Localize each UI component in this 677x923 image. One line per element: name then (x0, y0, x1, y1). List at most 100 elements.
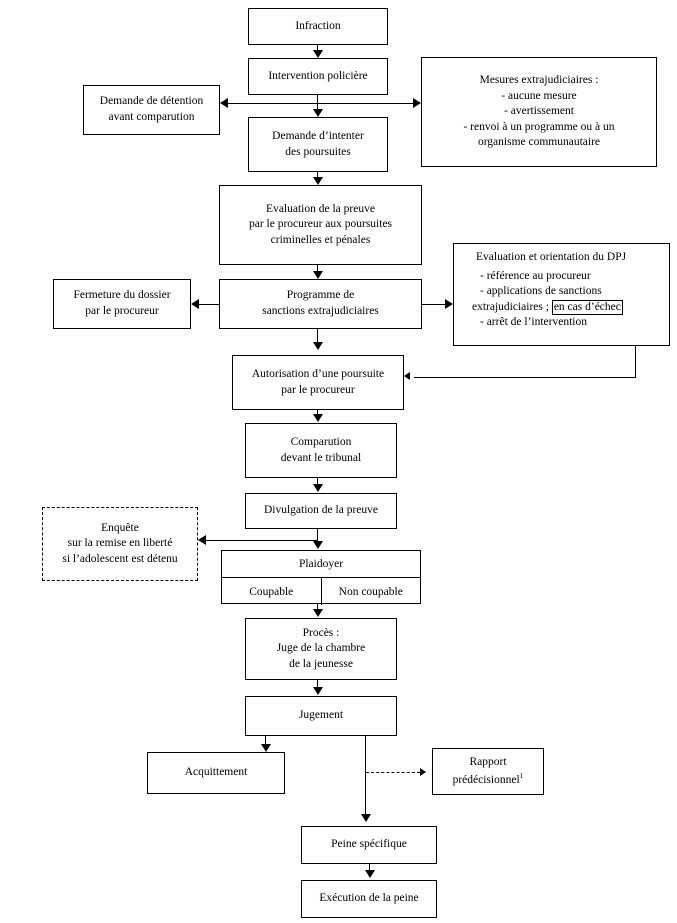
arrow-autorisation-to-comparution (313, 414, 323, 422)
node-intervention-policiere[interactable]: Intervention policière (248, 58, 388, 95)
dpj-line3: - applications de sanctions (480, 285, 602, 298)
demande-intenter-line2: des poursuites (285, 145, 351, 158)
mesures-line2: - aucune mesure (501, 89, 577, 102)
dpj-en-cas-echec-box[interactable]: en cas d’échec (551, 299, 623, 315)
plaidoyer-options: Coupable Non coupable (222, 578, 420, 605)
rapport-line1: Rapport (469, 756, 507, 769)
node-evaluation-preuve[interactable]: Evaluation de la preuve par le procureur… (219, 185, 422, 265)
arrow-to-demande-detention (220, 98, 228, 108)
node-infraction[interactable]: Infraction (248, 8, 388, 45)
proces-line2: Juge de la chambre (276, 642, 366, 655)
enquete-line1: Enquête (101, 521, 139, 534)
autorisation-line1: Autorisation d’une poursuite (251, 367, 385, 380)
arrow-jugement-to-acquittement (261, 744, 271, 752)
node-enquete-remise-liberte[interactable]: Enquête sur la remise en liberté si l’ad… (42, 507, 198, 581)
node-autorisation-poursuite[interactable]: Autorisation d’une poursuite par le proc… (232, 355, 404, 410)
arrow-comparution-to-divulgation (313, 484, 323, 492)
node-infraction-label: Infraction (295, 19, 341, 32)
dpj-line4: extrajudiciaires ; en cas d’échec (472, 299, 623, 316)
rapport-line2: prédécisionnel1 (453, 771, 524, 788)
connector-programme-to-autorisation (317, 329, 318, 347)
node-intervention-policiere-label: Intervention policière (268, 69, 368, 82)
node-mesures-extrajudiciaires[interactable]: Mesures extrajudiciaires : - aucune mesu… (421, 57, 657, 167)
arrow-proces-to-jugement (313, 687, 323, 695)
arrow-evaluation-to-programme (313, 271, 323, 279)
mesures-line1: Mesures extrajudiciaires : (479, 74, 599, 87)
plaidoyer-title: Plaidoyer (222, 551, 420, 578)
node-programme-sanctions[interactable]: Programme de sanctions extrajudiciaires (219, 279, 422, 329)
connector-programme-to-fermeture (199, 304, 220, 305)
node-divulgation-preuve[interactable]: Divulgation de la preuve (245, 493, 397, 529)
proces-line1: Procès : (302, 626, 340, 639)
comparution-line1: Comparution (290, 435, 352, 448)
mesures-line5: organisme communautaire (477, 136, 601, 149)
arrow-jugement-to-peine (361, 814, 371, 822)
connector-evaluation-to-programme (317, 265, 318, 273)
node-plaidoyer[interactable]: Plaidoyer Coupable Non coupable (221, 550, 421, 605)
arrow-infraction-to-intervention (313, 50, 323, 58)
arrow-intervention-to-demande-intenter (313, 109, 323, 117)
enquete-line2: sur la remise en liberté (67, 537, 173, 550)
node-execution-peine[interactable]: Exécution de la peine (301, 880, 437, 918)
arrow-programme-to-dpj (445, 299, 453, 309)
node-demande-detention[interactable]: Demande de détention avant comparution (83, 85, 220, 135)
dpj-line2: - référence au procureur (480, 269, 591, 282)
arrow-programme-to-autorisation (313, 342, 323, 350)
node-demande-detention-line1: Demande de détention (99, 95, 204, 108)
dpj-line4-text: extrajudiciaires ; (472, 300, 549, 313)
jugement-label: Jugement (298, 709, 344, 722)
connector-plaidoyer-to-proces (317, 604, 318, 612)
connector-demande-intenter-to-evaluation (317, 172, 318, 180)
evaluation-preuve-line1: Evaluation de la preuve (266, 202, 375, 215)
dpj-line1: Evaluation et orientation du DPJ (476, 251, 627, 263)
arrow-plaidoyer-to-proces (313, 609, 323, 617)
node-proces-juge[interactable]: Procès : Juge de la chambre de la jeunes… (245, 618, 397, 680)
arrow-demande-intenter-to-evaluation (313, 177, 323, 185)
peine-specifique-label: Peine spécifique (331, 838, 407, 851)
connector-detention-mesures (226, 103, 415, 104)
fermeture-line1: Fermeture du dossier (73, 289, 171, 302)
node-evaluation-dpj[interactable]: Evaluation et orientation du DPJ - référ… (453, 243, 670, 346)
arrow-divulgation-to-plaidoyer (313, 541, 323, 549)
divulgation-label: Divulgation de la preuve (263, 504, 378, 517)
programme-line1: Programme de (286, 289, 355, 302)
evaluation-preuve-line2: par le procureur aux poursuites (248, 218, 393, 231)
arrow-echec-to-autorisation (404, 372, 410, 380)
plaidoyer-option-non-coupable[interactable]: Non coupable (338, 585, 403, 598)
evaluation-preuve-line3: criminelles et pénales (270, 233, 371, 246)
acquittement-label: Acquittement (184, 766, 248, 779)
node-rapport-predecisionnel[interactable]: Rapport prédécisionnel1 (432, 748, 544, 795)
mesures-line4: - renvoi à un programme ou à un (463, 120, 615, 133)
connector-divulgation-to-plaidoyer (317, 529, 318, 543)
rapport-footnote-marker: 1 (519, 770, 524, 780)
connector-echec-horizontal (414, 377, 636, 378)
connector-jugement-to-peine (365, 736, 366, 818)
execution-peine-label: Exécution de la peine (319, 892, 419, 905)
connector-programme-to-dpj (422, 304, 445, 305)
connector-proces-to-jugement (317, 680, 318, 690)
node-jugement[interactable]: Jugement (245, 696, 397, 736)
node-fermeture-dossier[interactable]: Fermeture du dossier par le procureur (53, 279, 191, 329)
connector-dashed-to-rapport (366, 772, 420, 773)
connector-comparution-to-divulgation (317, 478, 318, 486)
node-comparution-tribunal[interactable]: Comparution devant le tribunal (245, 423, 397, 478)
connector-peine-to-execution (369, 864, 370, 872)
programme-line2: sanctions extrajudiciaires (262, 305, 379, 317)
fermeture-line2: par le procureur (85, 305, 159, 317)
mesures-line3: - avertissement (504, 105, 574, 118)
plaidoyer-option-coupable[interactable]: Coupable (222, 578, 322, 605)
node-acquittement[interactable]: Acquittement (147, 752, 285, 794)
node-demande-intenter[interactable]: Demande d’intenter des poursuites (248, 117, 388, 172)
connector-infraction-to-intervention (317, 45, 318, 53)
arrow-programme-to-fermeture (191, 299, 199, 309)
dpj-line5: - arrêt de l’intervention (480, 316, 587, 329)
enquete-line3: si l’adolescent est détenu (62, 552, 178, 565)
connector-intervention-to-demande-intenter (317, 95, 318, 112)
autorisation-line2: par le procureur (281, 383, 355, 396)
node-demande-detention-line2: avant comparution (108, 111, 195, 123)
node-peine-specifique[interactable]: Peine spécifique (301, 826, 437, 864)
connector-divulgation-to-enquete (206, 540, 318, 541)
rapport-line2-text: prédécisionnel (452, 773, 520, 786)
comparution-line2: devant le tribunal (280, 451, 362, 464)
